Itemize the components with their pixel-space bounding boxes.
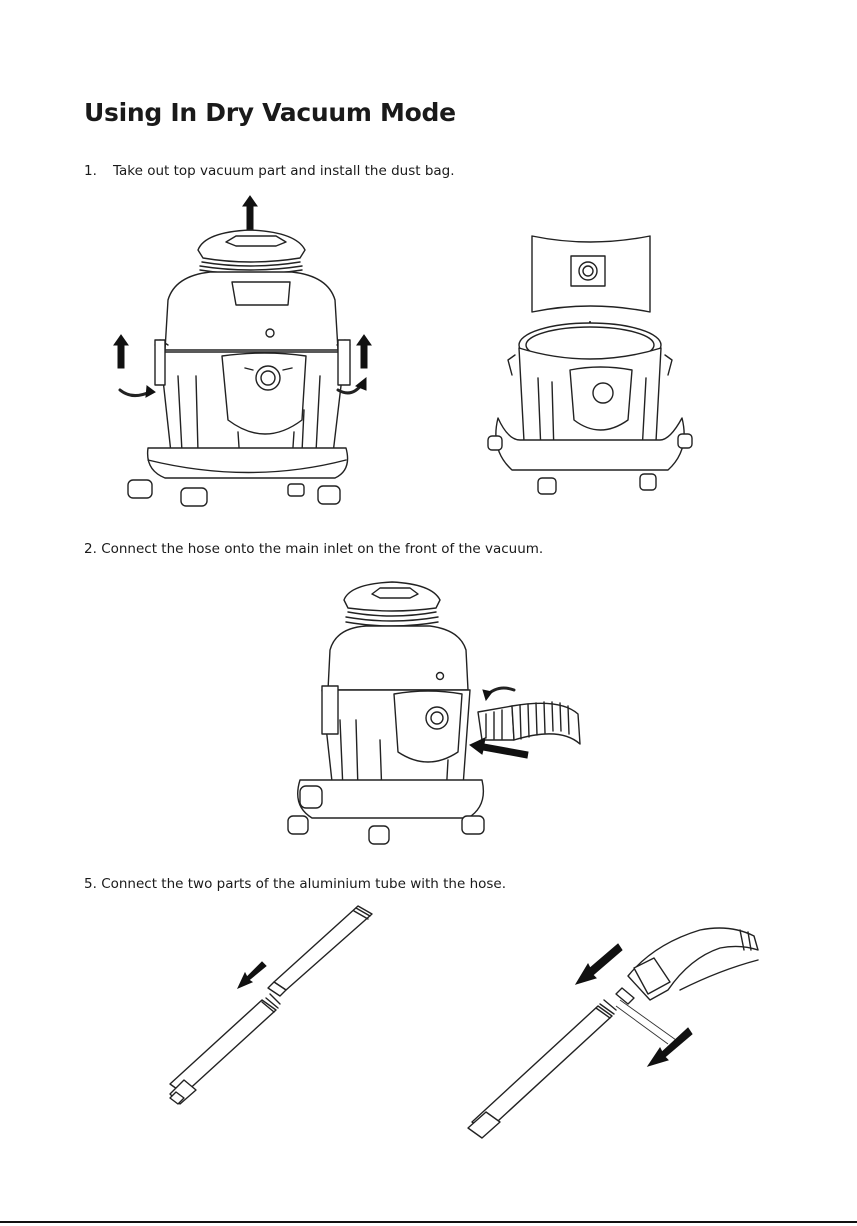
vacuum-hose-illustration: [288, 582, 580, 844]
figure-connect-hose: [0, 580, 857, 850]
step-1: 1.Take out top vacuum part and install t…: [84, 163, 455, 179]
dust-bag-install-illustration: [488, 236, 692, 494]
vacuum-lift-top-illustration: [114, 196, 371, 506]
step-1-text: Take out top vacuum part and install the…: [113, 163, 455, 179]
step-5: 5. Connect the two parts of the aluminiu…: [84, 876, 506, 892]
footer-rule: [0, 1221, 857, 1223]
tube-and-handle-illustration: [468, 928, 758, 1138]
step-2-text: Connect the hose onto the main inlet on …: [101, 541, 543, 557]
page-title: Using In Dry Vacuum Mode: [84, 98, 456, 127]
tube-sections-illustration: [170, 906, 372, 1104]
figure-connect-tube: [0, 900, 857, 1150]
step-5-text: Connect the two parts of the aluminium t…: [101, 876, 506, 892]
step-5-number: 5.: [84, 876, 97, 892]
figure-remove-top-and-install-bag: [0, 190, 857, 520]
step-1-number: 1.: [84, 163, 113, 179]
step-2-number: 2.: [84, 541, 97, 557]
step-2: 2. Connect the hose onto the main inlet …: [84, 541, 543, 557]
